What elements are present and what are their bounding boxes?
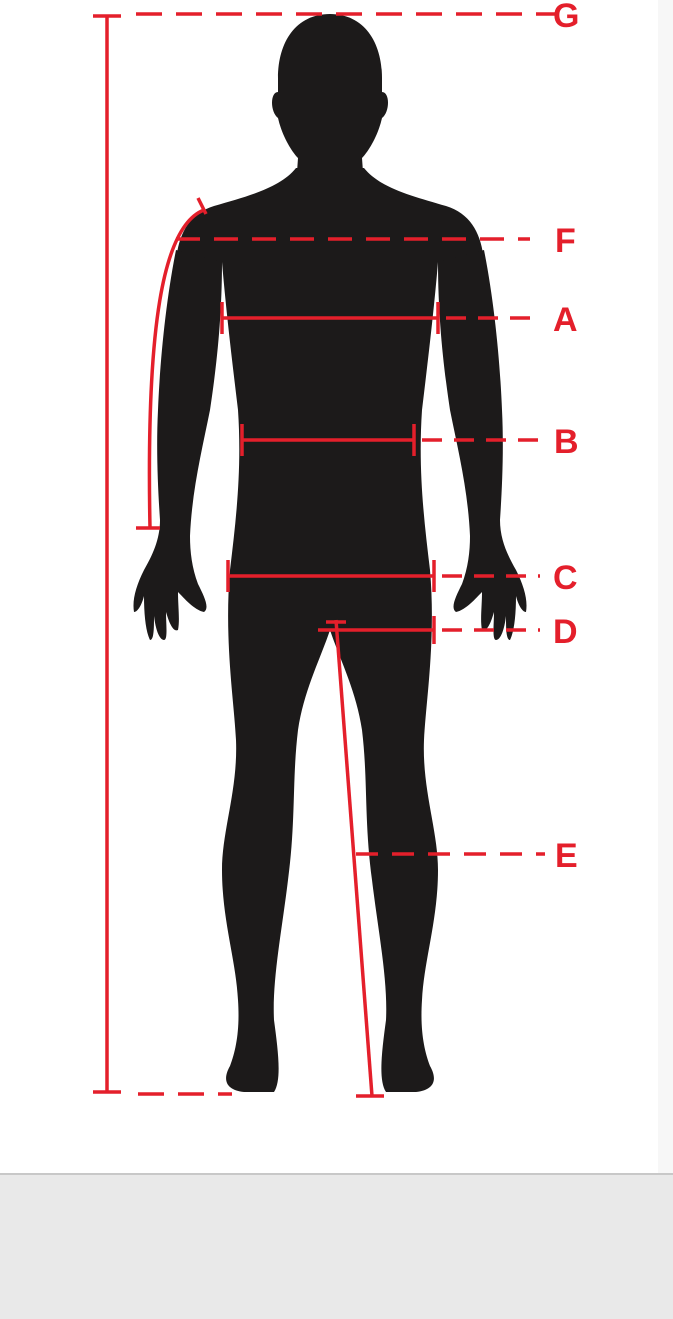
label-e: E (555, 837, 578, 875)
label-g: G (553, 0, 579, 35)
body-measurement-diagram: G F A B C D E (0, 0, 673, 1174)
human-silhouette (133, 14, 526, 1092)
label-d: D (553, 613, 578, 651)
label-b: B (554, 423, 579, 461)
footer-area (0, 1175, 673, 1319)
label-c: C (553, 559, 578, 597)
label-f: F (555, 222, 576, 260)
measurement-labels: G F A B C D E (553, 0, 579, 875)
label-a: A (553, 301, 578, 339)
